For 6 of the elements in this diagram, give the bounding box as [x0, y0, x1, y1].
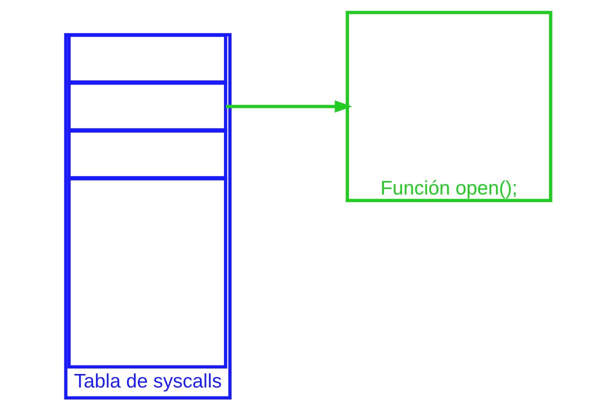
node-box	[66, 129, 227, 180]
arrow	[225, 100, 352, 113]
node-box	[66, 82, 227, 132]
node-box	[66, 34, 227, 84]
node-box: Función open();	[345, 10, 552, 202]
node-box	[66, 177, 227, 368]
